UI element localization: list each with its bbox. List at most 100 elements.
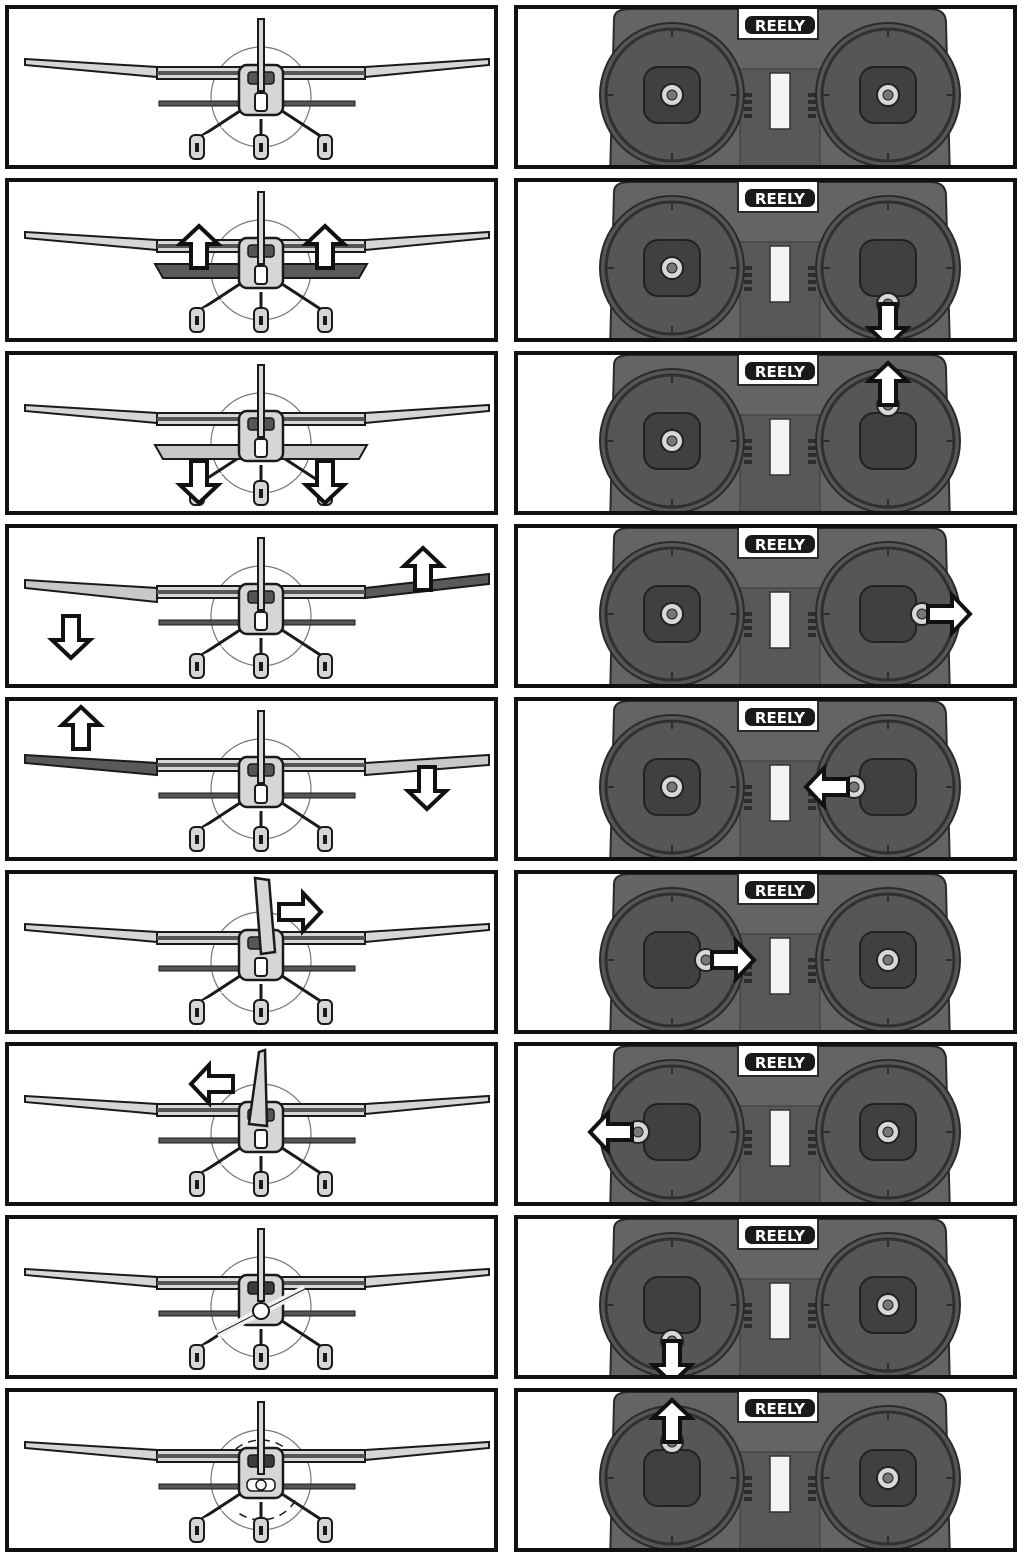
direction-arrow	[46, 614, 96, 661]
right-gimbal	[815, 1405, 961, 1548]
plane-panel-neutral	[5, 5, 498, 169]
trim-notch	[744, 1310, 752, 1314]
brand-logo: REELY	[755, 1400, 806, 1418]
left-wing	[24, 230, 158, 252]
center-switch	[769, 764, 791, 822]
trim-notch	[808, 965, 816, 969]
plane-illustration	[24, 876, 490, 1025]
center-switch	[769, 1109, 791, 1167]
trim-notch	[744, 619, 752, 623]
trim-notch	[808, 280, 816, 284]
spinner	[252, 1302, 270, 1320]
plane-panel-rudder-right	[5, 870, 498, 1034]
transmitter-panel-rudder-right: REELY	[514, 870, 1017, 1034]
transmitter-illustration: REELY	[599, 1392, 961, 1548]
right-gimbal	[815, 195, 961, 338]
plane-panel-throttle-low	[5, 1215, 498, 1379]
direction-arrow	[56, 704, 106, 751]
plane-illustration	[24, 18, 490, 160]
left-wing	[24, 753, 158, 777]
spinner	[254, 92, 268, 112]
gear-strut	[278, 280, 326, 314]
direction-arrow	[174, 459, 224, 506]
center-switch	[769, 591, 791, 649]
trim-notch	[808, 439, 816, 443]
trim-notch	[744, 1490, 752, 1494]
spinner	[254, 438, 268, 458]
trim-notch	[808, 958, 816, 962]
logo-badge	[743, 706, 817, 728]
brand-logo: REELY	[755, 17, 806, 35]
vertical-fin	[257, 1401, 265, 1475]
right-gimbal	[815, 887, 961, 1030]
transmitter-illustration: REELY	[587, 1046, 961, 1202]
trim-notch	[808, 1303, 816, 1307]
gear-strut	[196, 799, 244, 833]
right-wing	[364, 922, 490, 944]
transmitter-panel-elevator-up: REELY	[514, 178, 1017, 342]
trim-notch	[808, 100, 816, 104]
plane-panel-aileron-right	[5, 524, 498, 688]
trim-notch	[808, 633, 816, 637]
spinner	[254, 1129, 268, 1149]
left-gimbal	[599, 195, 745, 338]
center-switch	[769, 72, 791, 130]
gear-strut	[196, 1144, 244, 1178]
trim-notch	[808, 273, 816, 277]
trim-notch	[744, 1144, 752, 1148]
plane-illustration	[24, 1048, 490, 1197]
trim-notch	[808, 1497, 816, 1501]
trim-notch	[744, 287, 752, 291]
left-wing	[24, 578, 158, 604]
spinner	[254, 784, 268, 804]
logo-badge	[743, 360, 817, 382]
trim-notch	[744, 280, 752, 284]
trim-notch	[744, 979, 752, 983]
trim-notch	[808, 806, 816, 810]
gear-strut	[278, 799, 326, 833]
logo-badge	[743, 533, 817, 555]
transmitter-panel-throttle-low: REELY	[514, 1215, 1017, 1379]
vertical-fin	[257, 710, 265, 784]
trim-notch	[808, 612, 816, 616]
right-gimbal	[815, 22, 961, 165]
stick-arrow	[647, 1339, 697, 1375]
transmitter-panel-aileron-right: REELY	[514, 524, 1017, 688]
direction-arrow	[174, 223, 224, 270]
trim-notch	[808, 1476, 816, 1480]
logo-badge	[743, 14, 817, 36]
transmitter-panel-neutral: REELY	[514, 5, 1017, 169]
center-switch	[769, 1282, 791, 1340]
transmitter-panel-aileron-left: REELY	[514, 697, 1017, 861]
trim-notch	[808, 1130, 816, 1134]
vertical-fin	[257, 1228, 265, 1302]
left-wing	[24, 1094, 158, 1116]
brand-logo: REELY	[755, 1054, 806, 1072]
transmitter-illustration: REELY	[599, 1219, 961, 1375]
right-wing	[364, 57, 490, 79]
left-gimbal	[599, 714, 745, 857]
trim-notch	[744, 1137, 752, 1141]
trim-notch	[744, 266, 752, 270]
trim-notch	[808, 107, 816, 111]
trim-notch	[808, 1137, 816, 1141]
trim-notch	[808, 972, 816, 976]
trim-notch	[744, 799, 752, 803]
plane-panel-rudder-left	[5, 1042, 498, 1206]
trim-notch	[808, 453, 816, 457]
trim-notch	[808, 1490, 816, 1494]
plane-illustration	[24, 537, 490, 679]
stick-arrow	[863, 302, 913, 338]
center-switch	[769, 245, 791, 303]
transmitter-illustration: REELY	[599, 528, 973, 684]
transmitter-panel-rudder-left: REELY	[514, 1042, 1017, 1206]
right-gimbal	[815, 714, 961, 857]
motion-line	[279, 1510, 287, 1517]
trim-notch	[808, 1144, 816, 1148]
spinner	[254, 265, 268, 285]
trim-notch	[808, 979, 816, 983]
right-gimbal	[815, 1232, 961, 1375]
left-wing	[24, 922, 158, 944]
plane-illustration	[24, 1228, 490, 1370]
trim-notch	[744, 1151, 752, 1155]
